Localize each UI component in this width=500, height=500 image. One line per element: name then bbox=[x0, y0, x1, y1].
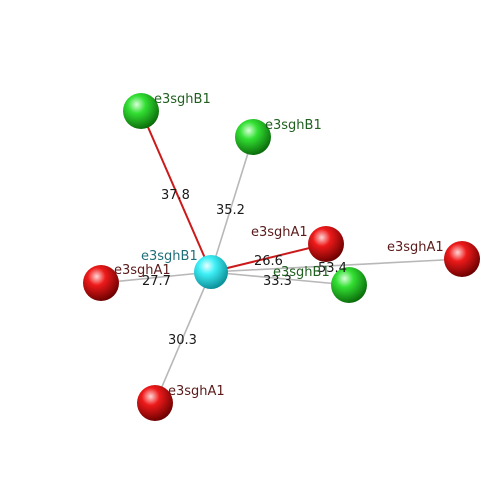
bonds-layer bbox=[100, 110, 463, 404]
atom-label-g3: e3sghB1 bbox=[273, 265, 330, 280]
bond-line-center-g3 bbox=[210, 271, 350, 286]
bond-value-label: 30.3 bbox=[168, 333, 197, 348]
bond-line-center-g2 bbox=[210, 136, 254, 273]
atom-center bbox=[194, 255, 228, 289]
atom-label-r1: e3sghA1 bbox=[251, 225, 308, 240]
bond-line-center-r2 bbox=[100, 271, 212, 284]
atom-r1 bbox=[308, 226, 344, 262]
bond-line-center-g1 bbox=[140, 110, 212, 273]
bond-line-center-r4 bbox=[154, 271, 212, 404]
atom-label-g2: e3sghB1 bbox=[265, 118, 322, 133]
bond-line-center-r1 bbox=[210, 243, 327, 273]
atom-g2 bbox=[235, 119, 271, 155]
atom-label-r3: e3sghA1 bbox=[387, 240, 444, 255]
atom-g1 bbox=[123, 93, 159, 129]
bond-value-label: 53.4 bbox=[318, 261, 347, 276]
atom-r3 bbox=[444, 241, 480, 277]
atoms-layer bbox=[83, 93, 480, 421]
atom-label-r4: e3sghA1 bbox=[168, 384, 225, 399]
atom-g3 bbox=[331, 267, 367, 303]
atom-r4 bbox=[137, 385, 173, 421]
bond-line-center-r3 bbox=[210, 258, 463, 273]
bond-value-label: 27.7 bbox=[142, 274, 171, 289]
bond-value-label: 26.6 bbox=[254, 254, 283, 269]
atom-label-center: e3sghB1 bbox=[141, 249, 198, 264]
bond-value-label: 35.2 bbox=[216, 203, 245, 218]
bond-value-label: 33.3 bbox=[263, 274, 292, 289]
atom-r2 bbox=[83, 265, 119, 301]
atom-label-r2: e3sghA1 bbox=[114, 263, 171, 278]
atom-label-g1: e3sghB1 bbox=[154, 92, 211, 107]
bond-value-label: 37.8 bbox=[161, 188, 190, 203]
